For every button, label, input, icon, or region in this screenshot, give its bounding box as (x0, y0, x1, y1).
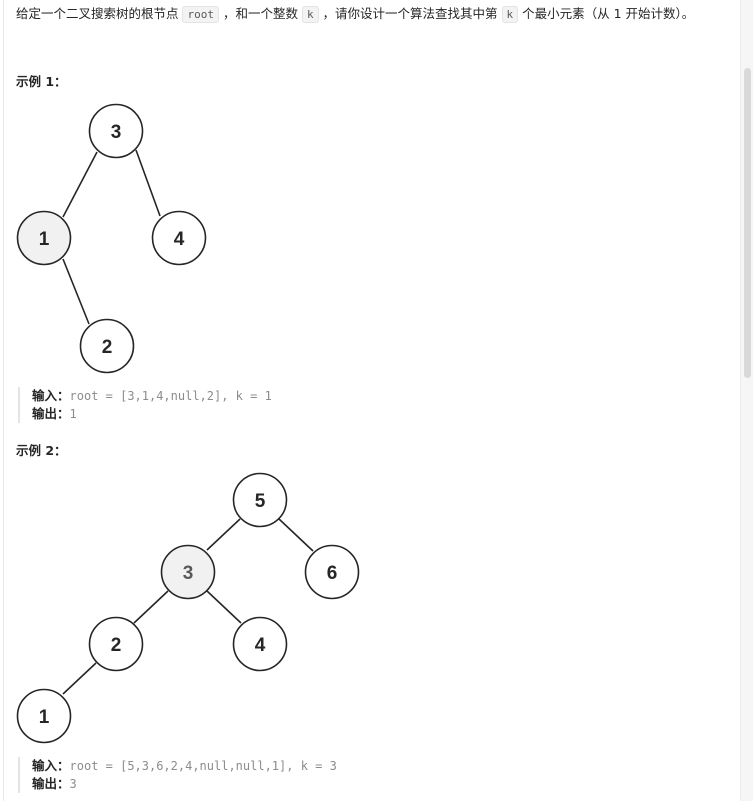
description-text: 个最小元素（从 1 开始计数）。 (518, 6, 695, 21)
input-value: root = [3,1,4,null,2], k = 1 (69, 389, 272, 403)
description-text: 给定一个二叉搜索树的根节点 (16, 6, 183, 21)
tree-edge (62, 258, 90, 325)
output-label: 输出： (32, 406, 70, 421)
node-label: 4 (174, 229, 185, 250)
code-k: k (501, 6, 519, 23)
output-line: 输出：3 (32, 775, 337, 793)
node-label: 3 (111, 122, 122, 143)
tree-node: 2 (79, 318, 135, 374)
example-2-title: 示例 2： (16, 443, 67, 458)
tree-edge (135, 149, 161, 217)
code-k: k (301, 6, 319, 23)
output-value: 1 (69, 407, 77, 421)
tree-node-highlighted: 3 (160, 544, 216, 600)
tree-node: 1 (16, 688, 72, 744)
output-value: 3 (69, 777, 77, 791)
tree-edge (278, 518, 314, 552)
tree-node: 5 (232, 472, 288, 528)
input-line: 输入：root = [5,3,6,2,4,null,null,1], k = 3 (32, 757, 337, 775)
input-value: root = [5,3,6,2,4,null,null,1], k = 3 (69, 759, 337, 773)
example-2-io: 输入：root = [5,3,6,2,4,null,null,1], k = 3… (18, 757, 337, 793)
tree-node: 3 (88, 103, 144, 159)
scrollbar-thumb[interactable] (744, 68, 751, 378)
tree-node-highlighted: 1 (16, 210, 72, 266)
node-label: 3 (183, 563, 194, 584)
input-line: 输入：root = [3,1,4,null,2], k = 1 (32, 387, 272, 405)
node-label: 2 (102, 337, 113, 358)
description-text: ，请你设计一个算法查找其中第 (318, 6, 502, 21)
example-1-io: 输入：root = [3,1,4,null,2], k = 1 输出：1 (18, 387, 272, 423)
node-label: 6 (327, 563, 338, 584)
tree-edge (133, 590, 169, 624)
node-label: 1 (39, 229, 50, 250)
tree-node: 4 (151, 210, 207, 266)
content-border (3, 0, 4, 801)
output-line: 输出：1 (32, 405, 272, 423)
tree-edge (206, 590, 242, 624)
scrollbar-track[interactable] (740, 0, 753, 801)
node-label: 4 (255, 635, 266, 656)
input-label: 输入： (32, 758, 70, 773)
example-1-title: 示例 1： (16, 74, 67, 89)
code-root: root (182, 6, 219, 23)
node-label: 5 (255, 491, 266, 512)
example-2-tree-diagram: 5 3 6 2 4 1 (16, 472, 360, 744)
example-1-tree-diagram: 3 1 4 2 (16, 103, 207, 374)
node-label: 1 (39, 707, 50, 728)
tree-edge (206, 518, 241, 551)
input-label: 输入： (32, 388, 70, 403)
tree-edge (62, 662, 97, 695)
description-text: ，和一个整数 (218, 6, 302, 21)
tree-node: 2 (88, 616, 144, 672)
tree-edge (62, 151, 98, 218)
tree-node: 4 (232, 616, 288, 672)
output-label: 输出： (32, 776, 70, 791)
problem-description: 给定一个二叉搜索树的根节点 root ，和一个整数 k ，请你设计一个算法查找其… (16, 5, 694, 24)
node-label: 2 (111, 635, 122, 656)
tree-node: 6 (304, 544, 360, 600)
